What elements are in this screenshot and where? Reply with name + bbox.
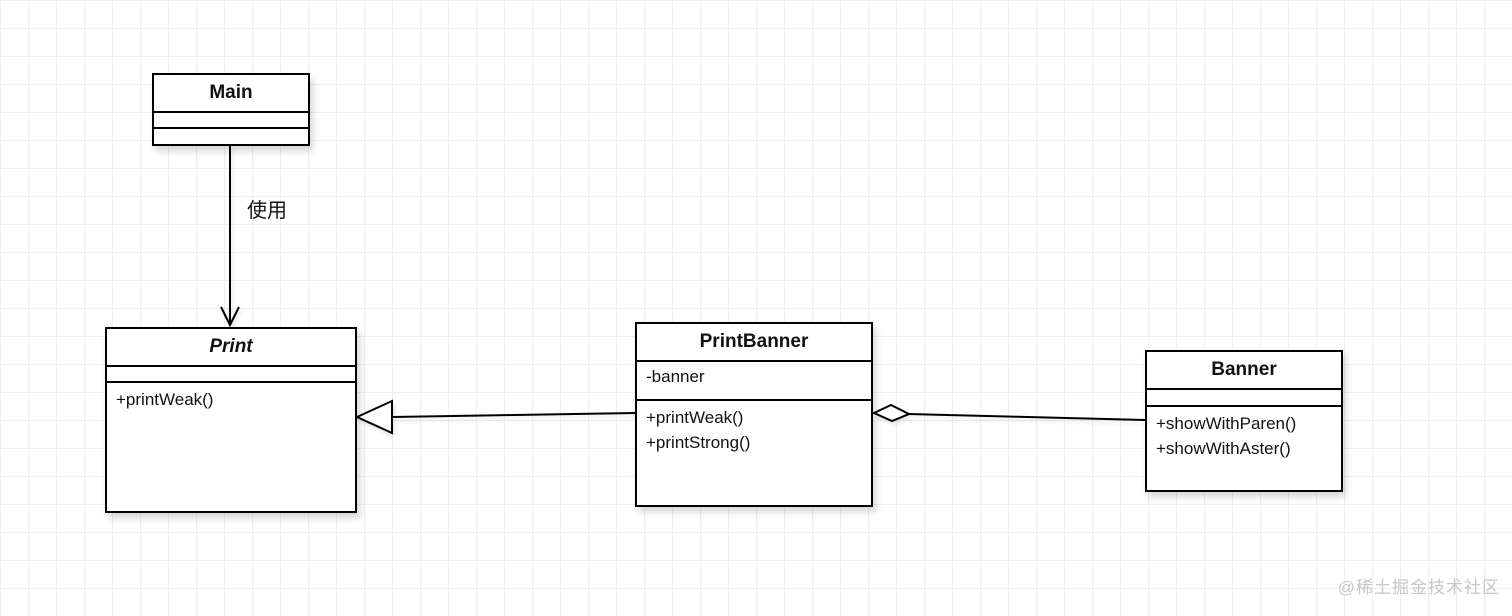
generalization-line-printbanner-print [391,412,636,418]
hollow-diamond-icon [871,403,912,423]
methods-compartment-main [154,129,308,144]
methods-compartment-banner: +showWithParen() +showWithAster() [1147,407,1341,490]
method-item: +printWeak() [116,390,214,409]
dependency-label: 使用 [247,200,287,222]
aggregation-line-printbanner-banner [907,413,1146,421]
fields-compartment-main [154,113,308,129]
fields-compartment-banner [1147,390,1341,407]
method-item: +printWeak() [646,408,744,427]
class-box-main: Main [152,73,310,146]
class-name-banner: Banner [1147,352,1341,390]
fields-compartment-print [107,367,355,383]
class-box-print: Print +printWeak() [105,327,357,513]
hollow-triangle-icon [354,399,393,435]
class-box-banner: Banner +showWithParen() +showWithAster() [1145,350,1343,492]
methods-compartment-printbanner: +printWeak() +printStrong() [637,401,871,505]
class-box-printbanner: PrintBanner -banner +printWeak() +printS… [635,322,873,507]
watermark-text: @稀土掘金技术社区 [1337,578,1500,597]
class-name-main: Main [154,75,308,113]
field-item: -banner [646,367,705,386]
method-item: +showWithAster() [1156,439,1291,458]
class-name-printbanner: PrintBanner [637,324,871,362]
open-arrowhead-icon [220,306,240,328]
method-item: +showWithParen() [1156,414,1297,433]
method-item: +printStrong() [646,433,751,452]
methods-compartment-print: +printWeak() [107,383,355,511]
class-name-print: Print [107,329,355,367]
fields-compartment-printbanner: -banner [637,362,871,401]
